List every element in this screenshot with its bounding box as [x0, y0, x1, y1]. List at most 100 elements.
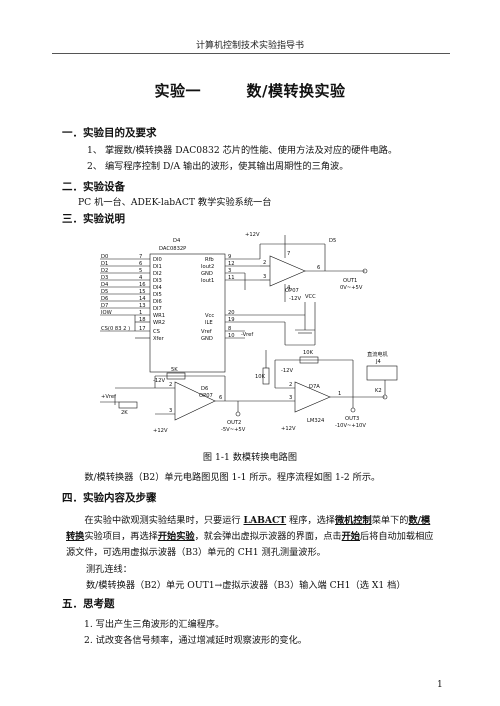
chip-pin-wr2: WR2 — [153, 320, 165, 326]
op1-pin-6: 6 — [317, 265, 320, 271]
out1-label: OUT1 — [343, 278, 357, 284]
chip-pin-num-12: 12 — [228, 261, 235, 267]
chip-pin-gnd-1: GND — [201, 271, 213, 277]
pin-num-7: 7 — [139, 254, 142, 260]
op1-pin-7: 7 — [287, 251, 290, 257]
chip-pin-num-19: 19 — [228, 317, 235, 323]
steps-paragraph: 在实验中欲观测实验结果时，只要运行 LABACT 程序，选择微机控制菜单下的数/… — [66, 513, 438, 561]
chip-pin-vcc: Vcc — [205, 313, 214, 319]
description-text: 数/模转换器（B2）单元电路图见图 1-1 所示。程序流程如图 1-2 所示。 — [84, 472, 381, 483]
chip-pin-xfer: Xfer — [153, 336, 165, 342]
chip-pin-di4: DI4 — [153, 285, 163, 291]
steps-text-k: 后将自动加载相应源文件，可选用虚拟示波器（B3）单元的 CH1 测孔测量波形。 — [66, 531, 434, 558]
plus12-label-d6: +12V — [153, 428, 168, 434]
pin-label-iow: IOW — [101, 310, 112, 316]
goal-1: 1、 掌握数/模转换器 DAC0832 芯片的性能、使用方法及对应的硬件电路。 — [87, 145, 398, 156]
pin-num-17: 17 — [139, 326, 146, 332]
chip-pin-cs: CS — [153, 329, 160, 335]
steps-text-i: ，就会弹出虚拟示波器的界面，点击 — [194, 531, 342, 542]
chip-internal-labels: DI0 DI1 DI2 DI3 DI4 DI5 DI6 DI7 WR1 WR2 … — [153, 254, 235, 342]
question-1: 1. 写出产生三角波形的汇编程序。 — [84, 619, 225, 630]
chip-pin-di7: DI7 — [153, 306, 162, 312]
steps-text-a: 在实验中欲观测实验结果时，只要运行 — [84, 515, 244, 526]
pin-num-1: 1 — [139, 310, 142, 316]
op3-part: LM324 — [307, 418, 325, 424]
dac-circuit-diagram: D4 DAC0832P D0 D1 D2 D3 D4 D5 D6 D7 IOW … — [100, 232, 398, 434]
chip-pin-num-10: 10 — [228, 333, 235, 339]
title-right: 数/模转换实验 — [246, 82, 346, 100]
page-header: 计算机控制技术实验指导书 — [195, 41, 304, 51]
vref-pos-label: +Vref — [101, 394, 116, 400]
resistor-10k-input: 10K — [255, 374, 266, 380]
op1-ref: D5 — [329, 238, 336, 244]
section-heading-1: 一．实验目的及要求 — [62, 127, 157, 139]
pin-label-d2: D2 — [101, 268, 108, 274]
out3-label: OUT3 — [345, 416, 359, 422]
pin-num-16: 16 — [139, 282, 146, 288]
chip-pin-num-9: 9 — [228, 254, 231, 260]
op1-pin-4: 4 — [287, 285, 291, 291]
op3-pin-1: 1 — [338, 391, 341, 397]
pin-num-18: 18 — [139, 317, 146, 323]
menu-computer-control[interactable]: 微机控制 — [335, 515, 372, 526]
chip-pin-num-3: 3 — [228, 268, 231, 274]
minus12-label-d7: -12V — [281, 368, 293, 374]
chip-pin-di3: DI3 — [153, 278, 162, 284]
chip-pin-di5: DI5 — [153, 292, 162, 298]
steps-text-e: 菜单下的 — [371, 515, 409, 526]
pin-label-d1: D1 — [101, 261, 108, 267]
pin-num-15: 15 — [139, 289, 146, 295]
op1-pin-2: 2 — [263, 260, 266, 266]
chip-pin-di1: DI1 — [153, 264, 162, 270]
chip-pin-iout1: Iout1 — [201, 278, 214, 284]
section-heading-3: 三．实验说明 — [62, 213, 125, 225]
resistor-10k-feedback: 10K — [303, 350, 314, 356]
pin-label-d0: D0 — [101, 254, 108, 260]
chip-pin-ile: ILE — [205, 320, 213, 326]
vcc-label: VCC — [305, 294, 316, 300]
labact-link[interactable]: LABACT — [243, 515, 287, 526]
page-number: 1 — [437, 680, 443, 690]
steps-text-c: 程序，选择 — [286, 515, 335, 526]
start-experiment-button[interactable]: 开始实验 — [157, 531, 195, 542]
op2-part: OP07 — [199, 393, 213, 399]
wiring-title: 测孔连线： — [86, 564, 132, 575]
out1-range: 0V~+5V — [340, 285, 363, 291]
title-left: 实验一 — [154, 82, 202, 100]
pin-num-14: 14 — [139, 296, 146, 302]
chip-pin-num-20: 20 — [228, 310, 235, 316]
chip-pin-num-8: 8 — [228, 326, 231, 332]
motor-title: 直流电机 — [367, 350, 389, 358]
chip-ref: D4 — [173, 238, 181, 244]
op2-pin-3: 3 — [169, 408, 172, 414]
chip-pin-gnd-2: GND — [201, 336, 213, 342]
page-title: 实验一 数/模转换实验 — [0, 80, 500, 101]
steps-text-g: 实验项目，再选择 — [84, 531, 158, 542]
resistor-2k: 2K — [121, 410, 128, 416]
chip-pin-vref: Vref — [201, 329, 212, 335]
start-button[interactable]: 开始 — [341, 531, 360, 542]
minus12-label-d5: -12V — [289, 296, 301, 302]
pin-label-d3: D3 — [101, 275, 108, 281]
pin-label-cs: CS(0 83 2 ) — [101, 326, 130, 332]
out2-label: OUT2 — [227, 420, 241, 426]
pin-label-d5: D5 — [101, 289, 108, 295]
pin-num-4: 4 — [139, 275, 143, 281]
pin-num-13: 13 — [139, 303, 146, 309]
pin-num-5: 5 — [139, 268, 142, 274]
equipment-text: PC 机一台、ADEK-labACT 教学实验系统一台 — [78, 197, 272, 208]
motor-ref: J4 — [375, 359, 382, 365]
resistor-5k: 5K — [171, 367, 178, 373]
chip-part: DAC0832P — [159, 246, 186, 252]
op3-ref: D7A — [309, 384, 320, 390]
chip-pin-wr1: WR1 — [153, 313, 165, 319]
chip-pin-iout2: Iout2 — [201, 264, 214, 270]
chip-pin-num-11: 11 — [228, 275, 235, 281]
vref-neg-label: -Vref — [241, 332, 253, 338]
menu-item-da-conversion[interactable]: 数/模转换 — [66, 515, 431, 542]
data-pin-labels: D0 D1 D2 D3 D4 D5 D6 D7 IOW CS(0 83 2 ) … — [101, 254, 146, 332]
op2-pin-2: 2 — [169, 382, 172, 388]
switch-k2-label: K2 — [375, 388, 382, 394]
op3-pin-3: 3 — [289, 395, 292, 401]
header-rule — [52, 53, 450, 54]
